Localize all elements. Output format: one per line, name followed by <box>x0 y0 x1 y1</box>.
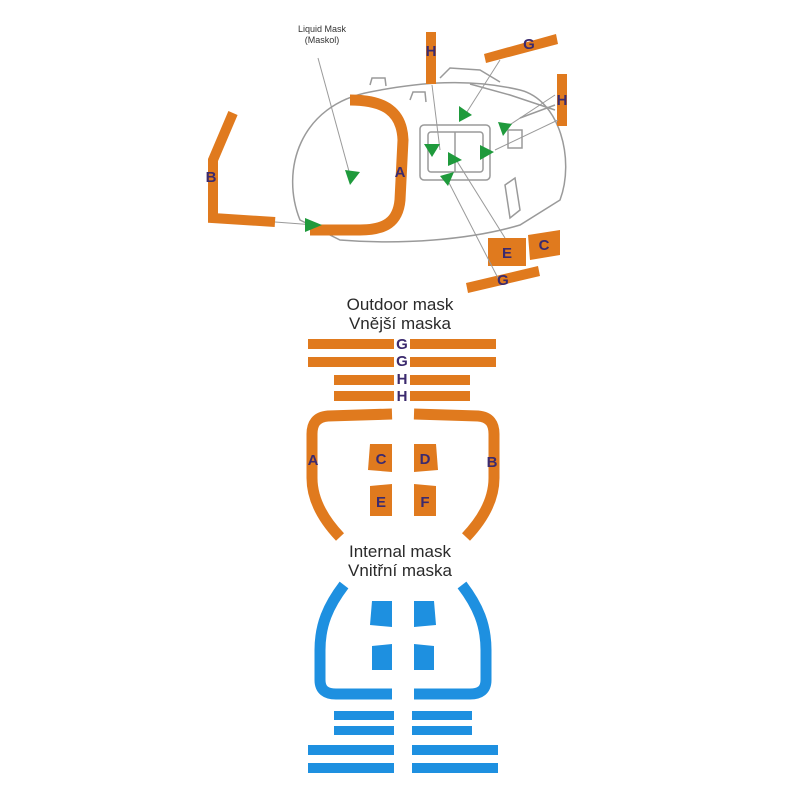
label-e-outdoor: E <box>376 494 386 511</box>
internal-mask-strip-3-left <box>308 745 394 755</box>
mask-strip-h1-right <box>410 375 470 385</box>
internal-mask-window-3 <box>372 644 392 670</box>
mask-part-d-outdoor <box>414 444 438 472</box>
internal-mask-strip-2-right <box>412 726 472 735</box>
mask-strip-h2-right <box>410 391 470 401</box>
arrow-icon <box>448 152 462 166</box>
internal-mask-window-1 <box>370 601 392 627</box>
arrow-icon <box>345 170 360 185</box>
arrow-icon <box>459 106 472 122</box>
liquid-mask-arrows <box>305 106 512 232</box>
label-b-outdoor: B <box>487 454 498 471</box>
outdoor-mask-heading: Outdoor mask <box>347 295 454 314</box>
label-h1-outdoor: H <box>397 371 408 388</box>
label-c-outdoor: C <box>376 451 387 468</box>
mask-part-c-top <box>528 230 560 260</box>
internal-mask-frame-right <box>414 581 492 700</box>
mask-part-h-top-left <box>426 32 436 84</box>
mask-strip-h1-left <box>334 375 394 385</box>
label-h-top-right: H <box>557 92 568 109</box>
mask-part-a-top <box>310 94 409 236</box>
mask-strip-g2-right <box>410 357 496 367</box>
arrow-icon <box>480 145 494 160</box>
label-g2-outdoor: G <box>396 353 408 370</box>
mask-part-b-outdoor <box>413 408 500 541</box>
internal-mask-strip-3-right <box>412 745 498 755</box>
arrow-icon <box>498 122 512 136</box>
callout-subtitle: (Maskol) <box>305 35 340 45</box>
label-a-top: A <box>395 164 406 181</box>
mask-strip-g1-left <box>308 339 394 349</box>
internal-mask-strip-2-left <box>334 726 394 735</box>
mask-strip-g2-left <box>308 357 394 367</box>
label-h2-outdoor: H <box>397 388 408 405</box>
mask-part-a-outdoor <box>306 408 393 541</box>
callout-title: Liquid Mask <box>298 24 347 34</box>
outdoor-mask-heading-cz: Vnější maska <box>349 314 452 333</box>
label-c-top: C <box>539 237 550 254</box>
mask-part-f-outdoor <box>414 484 436 516</box>
mask-strip-g1-right <box>410 339 496 349</box>
mask-part-e-top <box>488 238 526 266</box>
label-g-top: G <box>523 36 535 53</box>
label-e-top: E <box>502 245 512 262</box>
label-a-outdoor: A <box>308 452 319 469</box>
outdoor-mask-sheet: Outdoor mask Vnější maska G G H H A B <box>306 295 500 541</box>
label-f-outdoor: F <box>420 494 429 511</box>
label-g-bottom: G <box>497 272 509 289</box>
mask-part-e-outdoor <box>370 484 392 516</box>
label-h-top-left: H <box>426 43 437 60</box>
internal-mask-strip-1-left <box>334 711 394 720</box>
label-b-top: B <box>206 169 217 186</box>
mask-part-c-outdoor <box>368 444 392 472</box>
arrow-icon <box>424 144 440 157</box>
internal-mask-heading-cz: Vnitřní maska <box>348 561 452 580</box>
label-g1-outdoor: G <box>396 336 408 353</box>
internal-mask-strip-1-right <box>412 711 472 720</box>
internal-mask-strip-4-right <box>412 763 498 773</box>
cockpit-illustration: Liquid Mask (Maskol) H G H B A E C G <box>206 24 568 293</box>
mask-part-b-top <box>208 111 276 227</box>
leader-lines <box>274 57 559 283</box>
internal-mask-heading: Internal mask <box>349 542 452 561</box>
internal-mask-strip-4-left <box>308 763 394 773</box>
internal-mask-window-2 <box>414 601 436 627</box>
internal-mask-frame-left <box>314 581 392 700</box>
label-d-outdoor: D <box>420 451 431 468</box>
mask-strip-h2-left <box>334 391 394 401</box>
internal-mask-window-4 <box>414 644 434 670</box>
mask-part-g-top <box>484 34 558 63</box>
mask-part-g-bottom <box>466 266 540 293</box>
internal-mask-sheet: Internal mask Vnitřní maska <box>308 542 498 773</box>
mask-part-h-top-right <box>557 74 567 126</box>
cockpit-outline <box>292 67 567 243</box>
arrow-icon <box>305 218 322 232</box>
arrow-icon <box>440 172 454 186</box>
